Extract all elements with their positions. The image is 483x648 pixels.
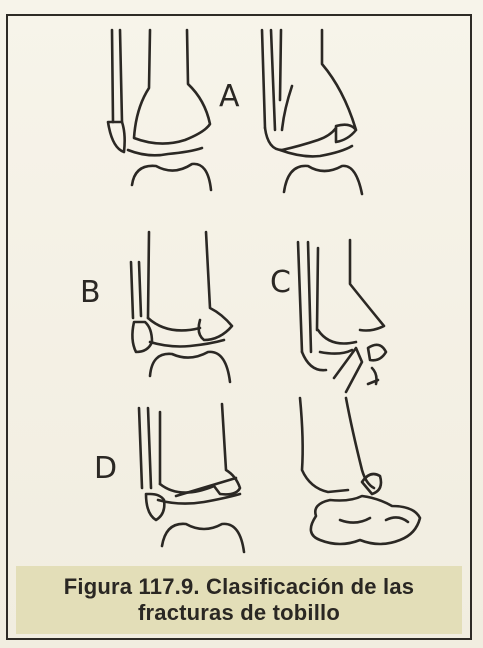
caption-line-1: Figura 117.9. Clasificación de las (64, 574, 414, 600)
ankle-a-left (108, 30, 211, 190)
ankle-b (131, 232, 232, 382)
label-b: B (80, 275, 101, 310)
label-c: C (270, 265, 291, 300)
ankle-d (139, 404, 244, 552)
caption-line-2: fracturas de tobillo (138, 600, 340, 626)
label-a: A (219, 79, 240, 114)
figure-caption: Figura 117.9. Clasificación de las fract… (16, 566, 462, 634)
ankle-c (298, 240, 386, 392)
ankle-a-right (262, 30, 362, 194)
label-d: D (94, 451, 117, 486)
ankle-lateral-view (300, 398, 420, 544)
